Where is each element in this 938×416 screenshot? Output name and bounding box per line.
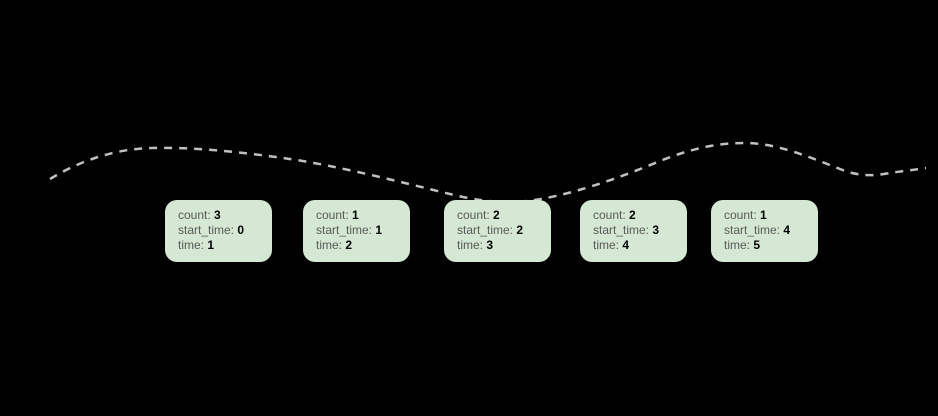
dashed-curve [49,141,927,204]
field-count: count: 1 [724,208,810,223]
state-box-5: count: 1 start_time: 4 time: 5 [711,200,818,262]
field-value: 3 [652,223,660,237]
field-time: time: 1 [178,238,264,253]
field-label: count: [724,208,757,222]
field-label: start_time: [593,223,650,237]
field-label: time: [457,238,484,252]
field-time: time: 5 [724,238,810,253]
field-value: 2 [493,208,500,222]
field-start-time: start_time: 4 [724,223,810,238]
field-time: time: 4 [593,238,679,253]
field-label: time: [724,238,751,252]
field-value: 2 [516,223,524,237]
field-start-time: start_time: 3 [593,223,679,238]
field-time: time: 2 [316,238,402,253]
field-value: 1 [352,208,359,222]
state-box-3: count: 2 start_time: 2 time: 3 [444,200,551,262]
field-start-time: start_time: 2 [457,223,543,238]
field-value: 4 [783,223,791,237]
field-value: 3 [214,208,221,222]
field-label: count: [178,208,211,222]
field-count: count: 2 [457,208,543,223]
field-count: count: 2 [593,208,679,223]
field-count: count: 3 [178,208,264,223]
field-start-time: start_time: 1 [316,223,402,238]
field-value: 1 [207,238,215,252]
field-value: 3 [486,238,494,252]
field-label: time: [178,238,205,252]
field-value: 4 [622,238,630,252]
field-value: 0 [237,223,245,237]
field-label: time: [316,238,343,252]
state-box-4: count: 2 start_time: 3 time: 4 [580,200,687,262]
field-value: 1 [760,208,767,222]
field-label: start_time: [178,223,235,237]
field-value: 1 [375,223,383,237]
field-label: start_time: [457,223,514,237]
state-box-2: count: 1 start_time: 1 time: 2 [303,200,410,262]
field-count: count: 1 [316,208,402,223]
state-box-1: count: 3 start_time: 0 time: 1 [165,200,272,262]
field-label: count: [316,208,349,222]
field-start-time: start_time: 0 [178,223,264,238]
field-label: start_time: [724,223,781,237]
field-label: count: [593,208,626,222]
field-label: start_time: [316,223,373,237]
field-label: count: [457,208,490,222]
field-label: time: [593,238,620,252]
field-time: time: 3 [457,238,543,253]
field-value: 5 [753,238,761,252]
field-value: 2 [629,208,636,222]
field-value: 2 [345,238,353,252]
